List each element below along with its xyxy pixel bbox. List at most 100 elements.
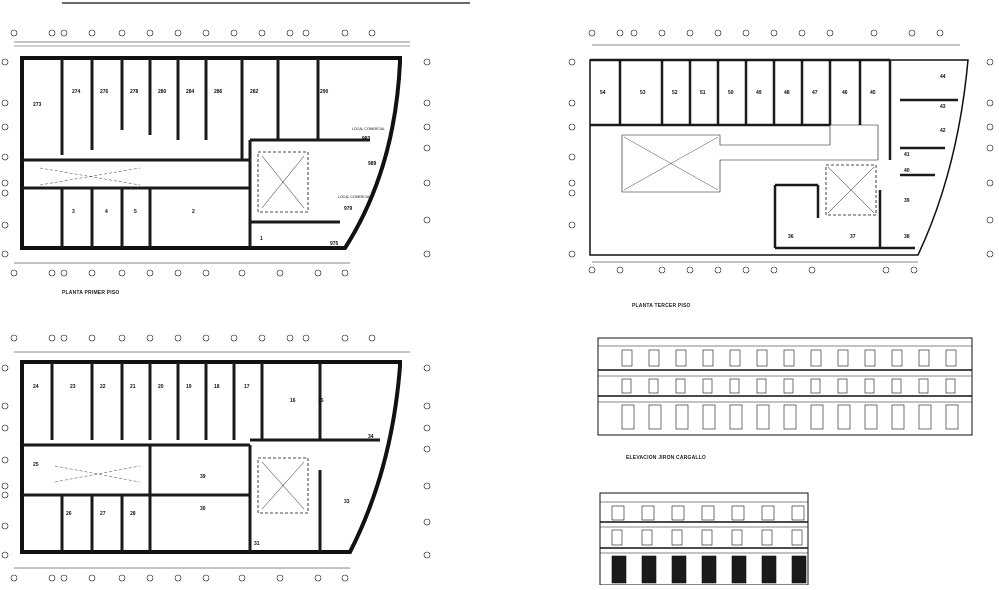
window — [864, 378, 875, 394]
window — [837, 404, 851, 430]
window — [731, 529, 743, 546]
window — [702, 378, 713, 394]
room-label: 278 — [130, 89, 139, 95]
room-label: 41 — [904, 152, 910, 158]
room-label: 22 — [100, 384, 106, 390]
room-label: 39 — [200, 474, 206, 480]
window — [837, 349, 849, 367]
room-label: 54 — [600, 90, 606, 96]
window — [675, 349, 687, 367]
room-label: 39 — [904, 198, 910, 204]
window — [756, 404, 770, 430]
room-label: 284 — [186, 89, 195, 95]
window — [701, 505, 715, 521]
room-label: 34 — [368, 434, 374, 440]
window — [791, 505, 805, 521]
room-label: 20 — [158, 384, 164, 390]
room-label: 983 — [362, 136, 371, 142]
room-label: 31 — [254, 541, 260, 547]
room-label: 274 — [72, 89, 81, 95]
room-label: 273 — [33, 102, 42, 108]
room-label: 27 — [100, 511, 106, 517]
room-label: 49 — [756, 90, 762, 96]
room-label: 42 — [940, 128, 946, 134]
room-label: 18 — [214, 384, 220, 390]
room-label: 52 — [672, 90, 678, 96]
room-label: 282 — [250, 89, 259, 95]
room-label: 2 — [192, 209, 195, 215]
window — [783, 349, 795, 367]
room-label: 28 — [130, 511, 136, 517]
window — [731, 505, 745, 521]
room-label: 979 — [344, 206, 353, 212]
window — [891, 404, 905, 430]
window — [641, 529, 653, 546]
room-label: 17 — [244, 384, 250, 390]
window — [611, 505, 625, 521]
window — [761, 505, 775, 521]
window — [675, 404, 689, 430]
window — [945, 378, 956, 394]
room-label: 45 — [870, 90, 876, 96]
window — [783, 404, 797, 430]
window — [641, 505, 655, 521]
window — [671, 555, 687, 584]
window — [837, 378, 848, 394]
room-label: 37 — [850, 234, 856, 240]
window — [918, 349, 930, 367]
window — [945, 349, 957, 367]
window — [810, 404, 824, 430]
room-label: 989 — [368, 161, 377, 167]
room-label: 44 — [940, 74, 946, 80]
elevation-windows — [621, 349, 959, 430]
window — [864, 349, 876, 367]
room-label: 4 — [105, 209, 108, 215]
room-label: 50 — [728, 90, 734, 96]
window — [891, 349, 903, 367]
window — [621, 378, 632, 394]
room-label: 25 — [33, 462, 39, 468]
room-label: 975 — [330, 241, 339, 247]
plan-third-floor: 54 53 52 51 50 49 48 47 46 45 44 43 42 4… — [568, 29, 994, 274]
window — [671, 505, 685, 521]
elevation-front — [597, 337, 973, 436]
window — [945, 404, 959, 430]
room-label: 38 — [904, 234, 910, 240]
window — [864, 404, 878, 430]
room-label: 26 — [66, 511, 72, 517]
room-label: 16 — [290, 398, 296, 404]
window — [761, 555, 777, 584]
window — [918, 404, 932, 430]
room-label: 46 — [842, 90, 848, 96]
plan-third-title: PLANTA TERCER PISO — [632, 303, 691, 309]
room-label: 48 — [784, 90, 790, 96]
room-label: 24 — [33, 384, 39, 390]
window — [761, 529, 773, 546]
room-label: 15 — [318, 398, 324, 404]
window — [701, 555, 717, 584]
elevation-title: ELEVACION JIRON CARGALLO — [626, 455, 706, 461]
window — [671, 529, 683, 546]
room-label: 1 — [260, 236, 263, 242]
plan-second-floor: 24 23 22 21 20 19 18 17 16 15 25 39 30 2… — [1, 334, 431, 582]
window — [641, 555, 657, 584]
room-label: 40 — [904, 168, 910, 174]
window — [611, 529, 623, 546]
room-label: 21 — [130, 384, 136, 390]
window — [756, 349, 768, 367]
window — [675, 378, 686, 394]
grid-bubbles-top-1 — [10, 29, 376, 37]
window — [756, 378, 767, 394]
room-label: 47 — [812, 90, 818, 96]
room-label: 36 — [788, 234, 794, 240]
window — [648, 378, 659, 394]
window — [701, 529, 713, 546]
window — [783, 378, 794, 394]
window — [810, 349, 822, 367]
window — [702, 404, 716, 430]
room-note: LOCAL COMERCIAL — [338, 195, 371, 199]
window — [648, 349, 660, 367]
room-label: 5 — [134, 209, 137, 215]
